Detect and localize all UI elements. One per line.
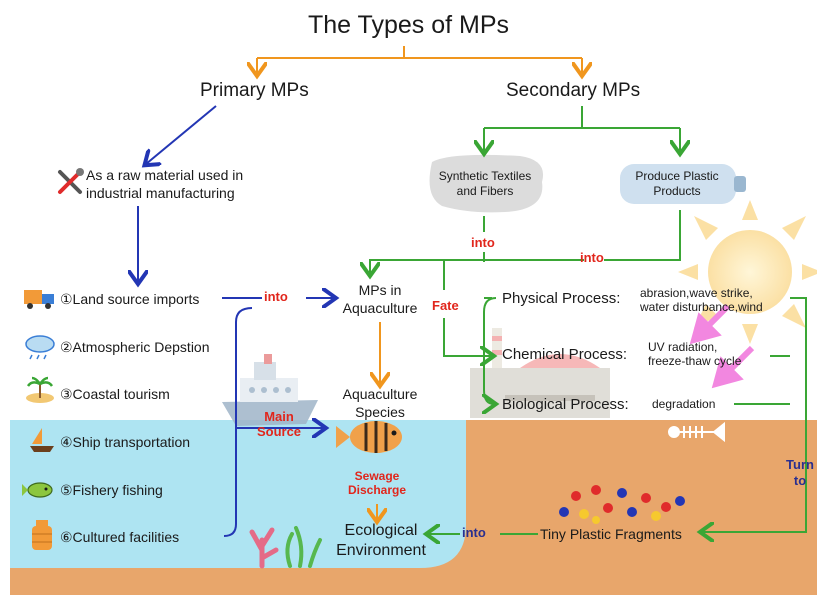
chemical-process-detail2: freeze-thaw cycle <box>648 354 742 368</box>
eco-line1: Ecological <box>344 522 418 539</box>
raw-material-line1: As a raw material used in <box>86 167 244 183</box>
plastic-fragments <box>559 485 685 524</box>
mps-aquaculture-line1: MPs in <box>358 282 402 298</box>
primary-heading: Primary MPs <box>200 80 309 101</box>
biological-process-detail1: degradation <box>652 397 716 411</box>
source-item-ship: ④Ship transportation <box>22 429 190 455</box>
mps-aquaculture-line2: Aquaculture <box>342 300 418 316</box>
into-label-products: into <box>580 250 604 265</box>
palm-island-icon <box>26 376 54 403</box>
chemical-process-detail1: UV radiation, <box>648 340 718 354</box>
physical-process-detail2: water disturbance,wind <box>640 300 763 314</box>
species-line2: Species <box>355 404 405 420</box>
chemical-process-name: Chemical Process: <box>502 346 628 363</box>
into-label-land: into <box>264 289 288 304</box>
sea-water <box>10 420 466 568</box>
products-line1: Produce Plastic <box>635 169 719 183</box>
into-label-eco: into <box>462 525 486 540</box>
bottom-band <box>10 572 817 595</box>
raw-material-line2: industrial manufacturing <box>86 185 235 201</box>
source-label: ③Coastal tourism <box>60 385 170 402</box>
tools-icon <box>58 168 84 194</box>
truck-icon <box>24 290 54 309</box>
source-item-atmospheric: ②Atmospheric Depstion <box>22 334 210 360</box>
source-label: ①Land source imports <box>60 290 200 307</box>
coral-icon <box>249 527 279 569</box>
fish-icon <box>336 421 402 453</box>
diagram-title: The Types of MPs <box>307 11 509 39</box>
tiny-fragments-label: Tiny Plastic Fragments <box>540 526 682 542</box>
plastic-bag-shape <box>429 154 544 213</box>
physical-process-name: Physical Process: <box>502 290 621 307</box>
into-label-textiles: into <box>471 235 495 250</box>
products-line2: Products <box>653 184 701 198</box>
fish-skeleton-icon <box>668 421 725 443</box>
source-label: ⑤Fishery fishing <box>60 481 163 498</box>
fish-source-icon <box>22 482 53 498</box>
fate-label: Fate <box>432 298 459 313</box>
turn-to-line2: to <box>793 473 807 488</box>
source-item-land: ①Land source imports <box>22 286 199 312</box>
sewage-line1: Sewage <box>354 469 400 483</box>
species-line1: Aquaculture <box>342 386 418 402</box>
source-item-tourism: ③Coastal tourism <box>22 381 170 407</box>
eco-line2: Environment <box>336 542 426 559</box>
secondary-heading: Secondary MPs <box>506 80 641 101</box>
net-cage-icon <box>32 520 52 550</box>
sailboat-icon <box>30 428 54 452</box>
source-label: ④Ship transportation <box>60 433 191 450</box>
turn-to-line1: Turn <box>786 457 814 472</box>
biological-process-name: Biological Process: <box>502 396 629 413</box>
sun-icon <box>678 200 817 344</box>
textiles-line1: Synthetic Textiles <box>438 169 532 183</box>
physical-process-detail1: abrasion,wave strike, <box>640 286 753 300</box>
source-label: ⑥Cultured facilities <box>60 528 180 545</box>
main-source-line1: Main <box>264 409 294 424</box>
sewage-line2: Discharge <box>347 483 407 497</box>
rain-cloud-icon <box>25 335 55 360</box>
main-source-line2: Source <box>256 424 302 439</box>
seaweed-icon <box>285 526 322 568</box>
source-item-fishery: ⑤Fishery fishing <box>22 477 163 503</box>
source-label: ②Atmospheric Depstion <box>60 338 210 355</box>
plastic-bottle-shape <box>620 164 746 204</box>
textiles-line2: and Fibers <box>456 184 514 198</box>
ship-icon <box>222 354 318 426</box>
source-item-cultured: ⑥Cultured facilities <box>22 524 179 550</box>
